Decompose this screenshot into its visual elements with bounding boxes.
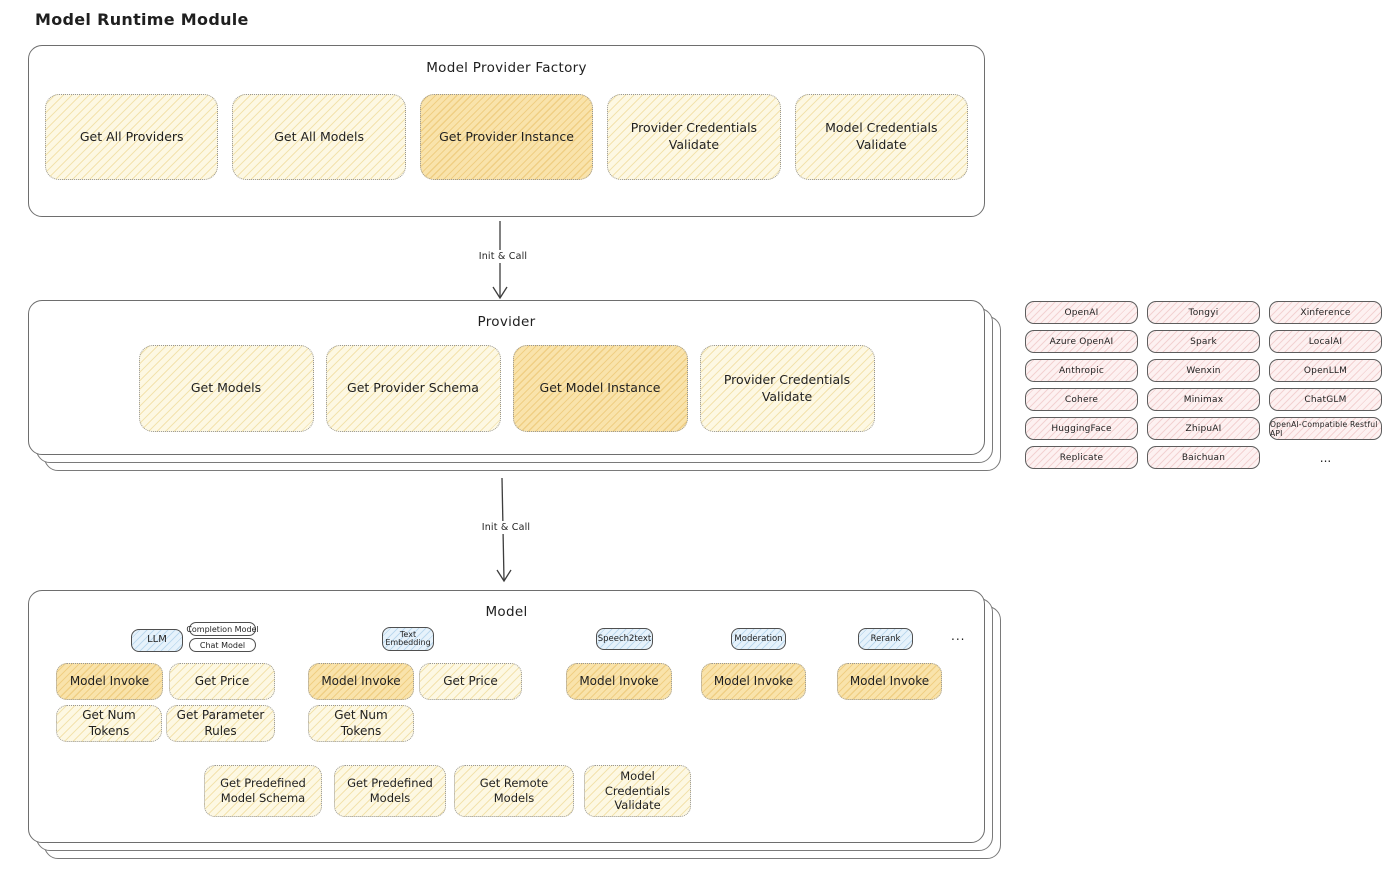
speech2text-model-invoke-node: Model Invoke xyxy=(566,663,672,700)
get-model-instance-node: Get Model Instance xyxy=(512,345,688,432)
get-provider-instance-node: Get Provider Instance xyxy=(419,94,594,180)
get-all-models-node: Get All Models xyxy=(232,94,406,180)
model-title: Model xyxy=(485,604,528,620)
provider-chip-openai-compatible: OpenAI-Compatible Restful API xyxy=(1269,417,1382,440)
get-all-providers-node: Get All Providers xyxy=(45,94,219,180)
get-provider-schema-node: Get Provider Schema xyxy=(325,345,501,432)
provider-chip-wenxin: Wenxin xyxy=(1147,359,1260,382)
llm-model-invoke-node: Model Invoke xyxy=(56,663,163,700)
get-predefined-models-node: Get Predefined Models xyxy=(334,765,446,817)
provider-chip-zhipuai: ZhipuAI xyxy=(1147,417,1260,440)
provider-chip-xinference: Xinference xyxy=(1269,301,1382,324)
provider-chip-replicate: Replicate xyxy=(1025,446,1138,469)
provider-chip-anthropic: Anthropic xyxy=(1025,359,1138,382)
get-predefined-model-schema-node: Get Predefined Model Schema xyxy=(204,765,322,817)
embedding-model-invoke-node: Model Invoke xyxy=(308,663,414,700)
get-models-node: Get Models xyxy=(138,345,314,432)
model-credentials-validate-node: Model Credentials Validate xyxy=(794,94,969,180)
provider-chip-cohere: Cohere xyxy=(1025,388,1138,411)
rerank-model-invoke-node: Model Invoke xyxy=(837,663,942,700)
tab-text-embedding: Text Embedding xyxy=(382,627,434,651)
provider-box: Provider Get Models Get Provider Schema … xyxy=(28,300,985,455)
provider-chip-azure-openai: Azure OpenAI xyxy=(1025,330,1138,353)
provider-chip-tongyi: Tongyi xyxy=(1147,301,1260,324)
tab-moderation: Moderation xyxy=(731,628,786,650)
provider-chip-minimax: Minimax xyxy=(1147,388,1260,411)
provider-title: Provider xyxy=(477,314,536,330)
tab-completion-model: Completion Model xyxy=(186,622,259,636)
model-credentials-validate-node2: Model Credentials Validate xyxy=(584,765,691,817)
embedding-get-price-node: Get Price xyxy=(419,663,522,700)
provider-chip-huggingface: HuggingFace xyxy=(1025,417,1138,440)
embedding-get-num-tokens-node: Get Num Tokens xyxy=(308,705,414,742)
llm-get-parameter-rules-node: Get Parameter Rules xyxy=(166,705,275,742)
tab-llm: LLM xyxy=(131,629,183,652)
init-call-label-2: Init & Call xyxy=(472,521,540,534)
llm-get-num-tokens-node: Get Num Tokens xyxy=(56,705,162,742)
tab-rerank: Rerank xyxy=(858,628,913,650)
llm-get-price-node: Get Price xyxy=(169,663,275,700)
factory-title: Model Provider Factory xyxy=(426,60,587,76)
tab-chat-model: Chat Model xyxy=(189,638,256,652)
model-tabs-ellipsis: ... xyxy=(951,629,966,643)
provider-chip-openai: OpenAI xyxy=(1025,301,1138,324)
model-box: Model LLM Completion Model Chat Model Te… xyxy=(28,590,985,843)
provider-chip-spark: Spark xyxy=(1147,330,1260,353)
tab-speech2text: Speech2text xyxy=(596,628,653,650)
init-call-label-1: Init & Call xyxy=(469,250,537,263)
provider-credentials-validate-node: Provider Credentials Validate xyxy=(607,94,781,180)
provider-list: OpenAI Tongyi Xinference Azure OpenAI Sp… xyxy=(1025,301,1382,469)
provider-list-ellipsis: ... xyxy=(1319,450,1332,465)
provider-chip-chatglm: ChatGLM xyxy=(1269,388,1382,411)
provider-chip-baichuan: Baichuan xyxy=(1147,446,1260,469)
provider-chip-localai: LocalAI xyxy=(1269,330,1382,353)
get-remote-models-node: Get Remote Models xyxy=(454,765,574,817)
provider-button-row: Get Models Get Provider Schema Get Model… xyxy=(29,345,984,432)
provider-credentials-validate-node2: Provider Credentials Validate xyxy=(699,345,875,432)
moderation-model-invoke-node: Model Invoke xyxy=(701,663,806,700)
model-provider-factory-box: Model Provider Factory Get All Providers… xyxy=(28,45,985,217)
factory-button-row: Get All Providers Get All Models Get Pro… xyxy=(29,94,984,180)
page-title: Model Runtime Module xyxy=(35,10,249,29)
provider-chip-openllm: OpenLLM xyxy=(1269,359,1382,382)
